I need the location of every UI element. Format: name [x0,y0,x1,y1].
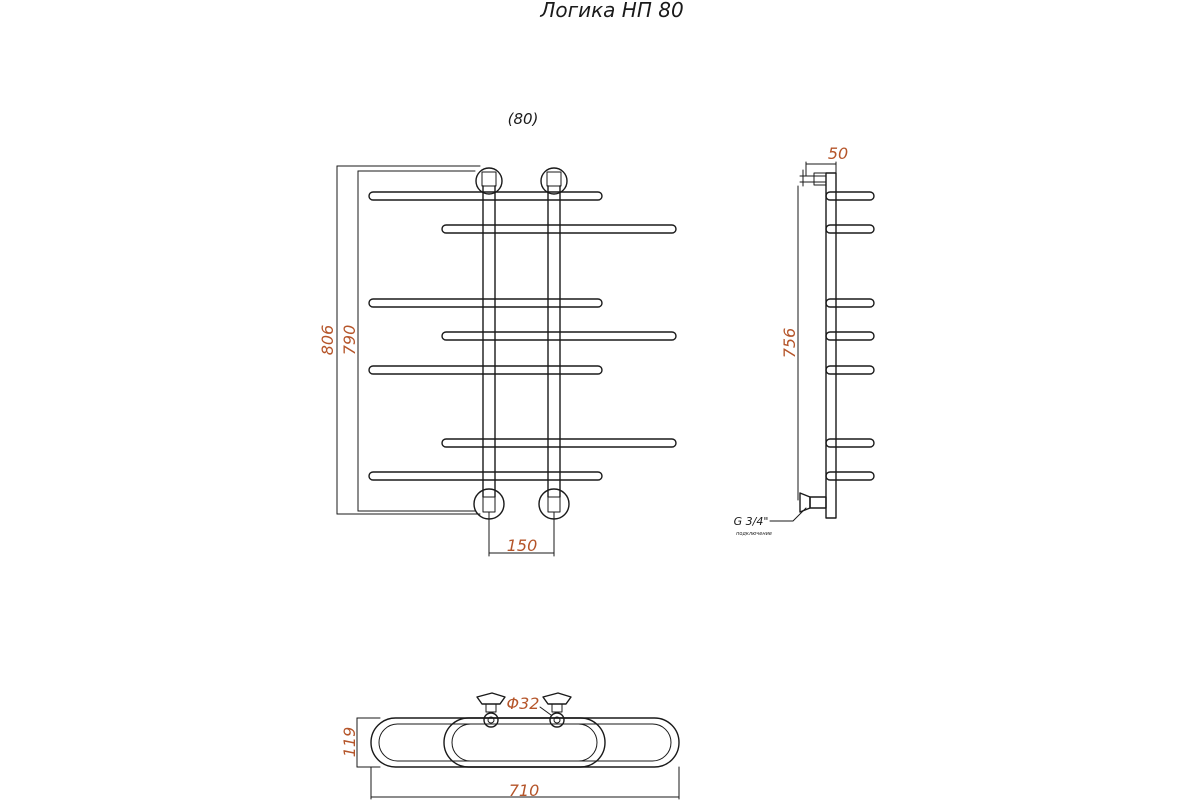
dim-top-depth: 119 [340,727,359,758]
top-left-valve [476,692,506,728]
side-rung-4 [825,331,875,341]
dim-axis-distance: 150 [507,536,538,555]
diameter-leader [539,706,552,716]
top-left-nut [481,171,497,187]
bottom-left-nut [482,496,496,513]
center-distance-label: (80) [508,110,539,128]
top-left-loop-outer [370,717,606,768]
side-valve-body [809,496,827,509]
top-right-mount [540,167,568,195]
top-right-valve [542,692,572,728]
front-view: (80) 806 790 [318,110,677,557]
top-right-loop-inner [451,723,672,762]
rung-6 [441,438,677,448]
drawing-title: Логика НП 80 [539,0,683,22]
side-rung-1 [825,191,875,201]
side-rung-5 [825,365,875,375]
bottom-right-nut [547,496,561,513]
side-rung-2 [825,224,875,234]
top-left-loop-inner [378,723,598,762]
side-riser [825,172,837,519]
connection-leader [769,507,807,522]
dim-height-inner: 790 [340,325,359,356]
rung-5 [368,365,603,375]
dim-top-width: 710 [509,781,540,800]
rung-2 [441,224,677,234]
side-rung-3 [825,298,875,308]
side-rung-6 [825,438,875,448]
top-right-loop-outer [443,717,680,768]
rung-3 [368,298,603,308]
rung-4 [441,331,677,341]
dim-pipe-diameter: Φ32 [507,694,540,713]
connection-note: подключение [736,531,772,537]
side-top-nut [813,172,827,186]
rung-7 [368,471,603,481]
dim-side-height: 756 [780,328,799,359]
side-rung-7 [825,471,875,481]
connection-size: G 3/4" [734,515,769,528]
top-right-nut [546,171,562,187]
dim-height-outer: 806 [318,325,337,356]
rung-1 [368,191,603,201]
dim-side-depth: 50 [828,144,848,163]
side-view: 50 756 G 3/4" подключение [734,144,875,537]
top-view: Φ32 119 710 [340,692,680,800]
top-left-mount [475,167,503,195]
